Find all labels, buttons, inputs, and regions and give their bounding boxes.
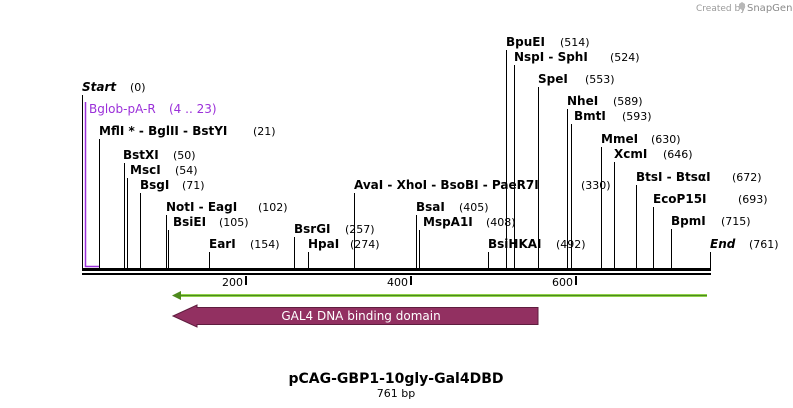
svg-text:NheI: NheI [567,94,598,108]
site-xcmi: XcmI (646) [614,147,693,161]
credit-brand: SnapGene [747,3,793,14]
dna-backbone [82,268,711,275]
svg-text:MscI: MscI [130,163,161,177]
svg-text:NotI - EagI: NotI - EagI [166,200,237,214]
primer-bracket [84,102,99,268]
plasmid-length: 761 bp [377,387,415,400]
orf-arrowhead [172,291,181,300]
svg-text:HpaI: HpaI [308,237,339,251]
svg-text:BstXI: BstXI [123,148,159,162]
primer-name: Bglob-pA-R [89,102,156,116]
svg-text:(50): (50) [173,149,196,162]
svg-text:SpeI: SpeI [538,72,568,86]
svg-text:(330): (330) [581,179,611,192]
svg-text:(257): (257) [345,223,375,236]
svg-text:(105): (105) [219,216,249,229]
svg-text:(553): (553) [585,73,615,86]
svg-text:(102): (102) [258,201,288,214]
site-mfli-bglii-bstyi: MflI * - BglII - BstYI (21) [99,124,276,138]
site-end: End (761) [710,237,779,251]
primer-bglob-pa-r: Bglob-pA-R (4 .. 23) [84,102,217,268]
site-eari: EarI (154) [209,237,280,251]
svg-text:BsiHKAI: BsiHKAI [488,237,542,251]
svg-text:BsrGI: BsrGI [294,222,331,236]
svg-text:(693): (693) [738,193,768,206]
svg-text:(524): (524) [610,51,640,64]
svg-text:(589): (589) [613,95,643,108]
svg-text:(646): (646) [663,148,693,161]
svg-text:(154): (154) [250,238,280,251]
site-leader-lines [82,50,711,268]
svg-text:BpmI: BpmI [671,214,706,228]
site-bsihkai: BsiHKAI (492) [488,237,586,251]
plasmid-title: pCAG-GBP1-10gly-Gal4DBD [288,371,503,387]
site-labels: Start (0) MflI * - BglII - BstYI (21) BstX… [82,35,779,251]
svg-text:EcoP15I: EcoP15I [653,192,707,206]
svg-text:(408): (408) [486,216,516,229]
svg-text:MmeI: MmeI [601,132,638,146]
site-btsi-btsai: BtsI - BtsαI (672) [636,170,762,184]
ruler: 200 400 600 [222,276,577,289]
site-nspi-sphi: NspI - SphI (524) [514,50,640,64]
svg-text:(492): (492) [556,238,586,251]
svg-text:(274): (274) [350,238,380,251]
svg-text:(0): (0) [130,81,146,94]
svg-text:EarI: EarI [209,237,236,251]
snapgene-credit: Created by SnapGene [696,2,793,14]
feature-gal4-dna-binding-domain: GAL4 DNA binding domain [171,304,539,328]
svg-text:MflI * - BglII - BstYI: MflI * - BglII - BstYI [99,124,227,138]
site-start: Start (0) [82,80,146,94]
site-mspa1i: MspA1I (408) [423,215,516,229]
tick-label-200: 200 [222,276,243,289]
site-bstxi: BstXI (50) [123,148,196,162]
svg-text:BsgI: BsgI [140,178,169,192]
svg-text:XcmI: XcmI [614,147,647,161]
site-hpai: HpaI (274) [308,237,380,251]
svg-text:(761): (761) [749,238,779,251]
svg-text:(514): (514) [560,36,590,49]
site-bsiei: BsiEI (105) [173,215,249,229]
site-spei: SpeI (553) [538,72,615,86]
site-nhei: NheI (589) [567,94,643,108]
svg-text:BsiEI: BsiEI [173,215,206,229]
svg-text:BtsI - BtsαI: BtsI - BtsαI [636,170,711,184]
svg-text:AvaI - XhoI - BsoBI - PaeR7I: AvaI - XhoI - BsoBI - PaeR7I [354,178,539,192]
svg-text:BmtI: BmtI [574,109,606,123]
primer-range: (4 .. 23) [169,102,217,116]
orf-arrow [172,291,707,300]
svg-text:NspI - SphI: NspI - SphI [514,50,588,64]
site-ecop15i: EcoP15I (693) [653,192,768,206]
svg-text:(71): (71) [182,179,205,192]
svg-text:BpuEI: BpuEI [506,35,545,49]
svg-text:End: End [710,237,736,251]
site-noti-eagi: NotI - EagI (102) [166,200,288,214]
svg-text:(630): (630) [651,133,681,146]
credit-prefix: Created by [696,4,746,14]
svg-text:BsaI: BsaI [416,200,445,214]
svg-text:(54): (54) [175,164,198,177]
feature-arrow [171,304,539,328]
site-bpuei: BpuEI (514) [506,35,590,49]
site-bpmi: BpmI (715) [671,214,751,228]
site-bmti: BmtI (593) [574,109,652,123]
svg-text:Start: Start [82,80,117,94]
tick-label-400: 400 [387,276,408,289]
site-avai-xhoi-bsobi-paer7i: AvaI - XhoI - BsoBI - PaeR7I (330) [354,178,611,192]
feature-label: GAL4 DNA binding domain [281,309,440,323]
site-mmei: MmeI (630) [601,132,681,146]
site-bsgi: BsgI (71) [140,178,205,192]
site-msci: MscI (54) [130,163,198,177]
site-bsai: BsaI (405) [416,200,489,214]
svg-text:(715): (715) [721,215,751,228]
svg-text:(405): (405) [459,201,489,214]
svg-text:(672): (672) [732,171,762,184]
snapgene-logo-icon [739,2,745,10]
svg-text:MspA1I: MspA1I [423,215,473,229]
svg-text:(21): (21) [253,125,276,138]
site-bsrgi: BsrGI (257) [294,222,375,236]
tick-label-600: 600 [552,276,573,289]
svg-text:(593): (593) [622,110,652,123]
